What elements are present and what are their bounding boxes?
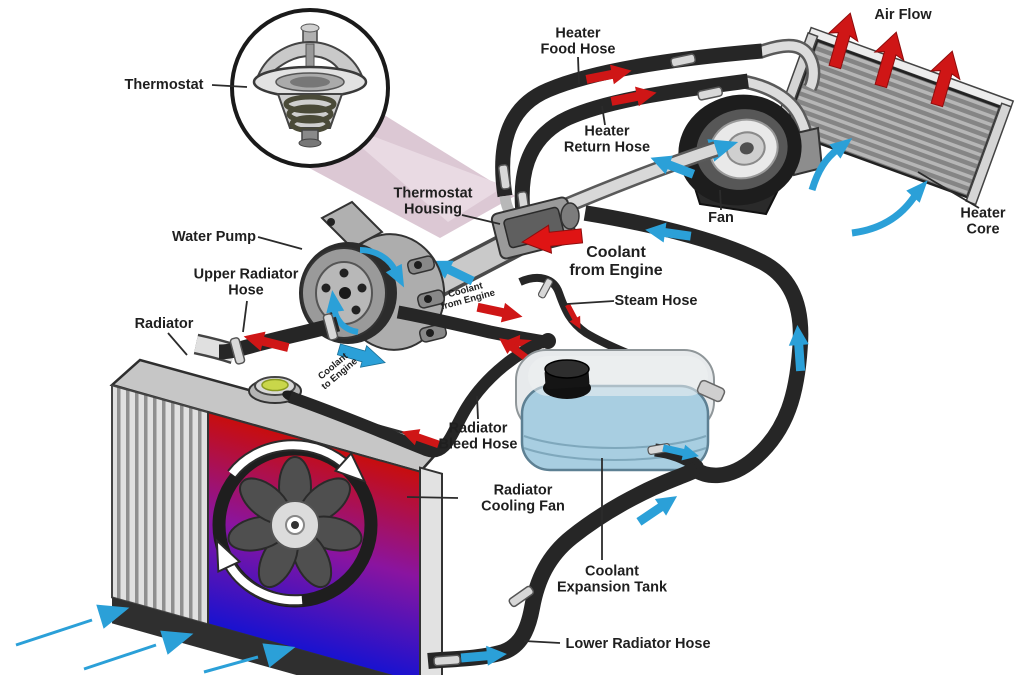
label-air-flow: Air Flow: [874, 6, 932, 23]
radiator-air-arrows: [15, 595, 299, 674]
heater-core: [771, 26, 1015, 206]
label-thermostat: Thermostat: [124, 76, 204, 93]
expansion-tank-cap: [543, 359, 591, 399]
heater-fan: [615, 94, 824, 216]
coolant-expansion-tank: [515, 349, 726, 472]
radiator-bleed-hose: [288, 333, 551, 458]
label-steam-hose: Steam Hose: [614, 292, 698, 309]
radiator: [109, 333, 448, 675]
label-water-pump: Water Pump: [171, 228, 257, 245]
label-radiator: Radiator: [134, 315, 194, 332]
thermostat-inset: [230, 8, 390, 168]
engine-outlet-hose: [396, 305, 546, 349]
label-lower-radiator-hose: Lower Radiator Hose: [565, 635, 711, 652]
heater-supply-pipe: [552, 141, 719, 218]
hose-clamps-top: [498, 53, 723, 217]
radiator-cooling-fan: [205, 439, 378, 608]
upper-radiator-hose: [218, 316, 341, 360]
leader-lines: [167, 56, 980, 644]
label-fan: Fan: [708, 209, 734, 226]
heater-air-in-arrows: [808, 130, 935, 237]
